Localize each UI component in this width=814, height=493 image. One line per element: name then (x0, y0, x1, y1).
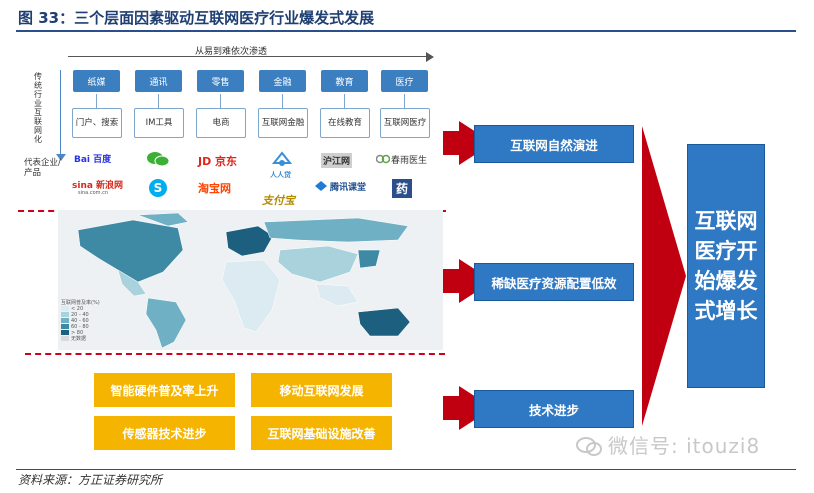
red-arrow-stem-2 (443, 269, 461, 293)
sina-url: sina.com.cn (78, 190, 109, 196)
industry-retail: 零售 (197, 70, 244, 92)
chunyu-icon (376, 154, 390, 164)
watermark-text: 微信号: itouzi8 (608, 434, 761, 458)
red-arrow-stem-1 (443, 131, 461, 155)
connector (220, 94, 221, 108)
figure-title: 图 33：三个层面因素驱动互联网医疗行业爆发式发展 (18, 9, 375, 27)
vertical-arrow-line (60, 70, 61, 156)
chunyu-logo: 春雨医生 (391, 156, 428, 166)
connector (404, 94, 405, 108)
tencent-classroom-icon (315, 181, 327, 191)
wechat-watermark-icon (576, 437, 602, 456)
renrendai-logo: 人人贷 (270, 171, 291, 179)
skype-icon: S (149, 179, 167, 197)
sub-portal-search: 门户、搜索 (72, 108, 122, 138)
dashed-separator-bottom (25, 353, 445, 355)
world-map (58, 210, 443, 350)
sub-internet-finance: 互联网金融 (258, 108, 308, 138)
legend-item: 无数据 (61, 336, 100, 342)
direction-arrow-head (426, 52, 434, 62)
sub-ecommerce: 电商 (196, 108, 246, 138)
sub-online-education: 在线教育 (320, 108, 370, 138)
industry-education: 教育 (321, 70, 368, 92)
driver-infrastructure: 互联网基础设施改善 (251, 416, 392, 450)
direction-label: 从易到难依次渗透 (195, 47, 268, 57)
sub-internet-medical: 互联网医疗 (380, 108, 430, 138)
vertical-label: 传统行业互联网化 (34, 72, 42, 144)
final-outcome-box: 互联网医疗开始爆发式增长 (687, 144, 765, 388)
industry-medical: 医疗 (381, 70, 428, 92)
connector (158, 94, 159, 108)
legend-item: 60 - 80 (61, 324, 100, 330)
hujiang-logo: 沪江网 (321, 153, 353, 168)
industry-finance: 金融 (259, 70, 306, 92)
baidu-logo: Bai 百度 (74, 155, 112, 165)
renrendai-icon (272, 151, 292, 166)
jd-logo: JD 京东 (198, 155, 238, 168)
map-legend: 互联网普及率(%) < 20 20 - 40 40 - 60 60 - 80 >… (61, 300, 100, 342)
sina-logo: sina 新浪网 (72, 181, 124, 191)
driver-mobile-internet: 移动互联网发展 (251, 373, 392, 407)
title-rule (16, 30, 796, 32)
industry-paper-media: 纸媒 (73, 70, 120, 92)
direction-arrow-line (68, 56, 428, 57)
taobao-logo: 淘宝网 (198, 182, 231, 195)
converging-arrow (642, 126, 686, 426)
connector (344, 94, 345, 108)
world-map-graphic (77, 212, 411, 349)
legend-item: < 20 (61, 306, 100, 312)
industry-communication: 通讯 (135, 70, 182, 92)
source-note: 资料来源：方正证券研究所 (18, 473, 163, 487)
legend-item: 40 - 60 (61, 318, 100, 324)
connector (282, 94, 283, 108)
sub-im-tools: IM工具 (134, 108, 184, 138)
red-arrow-stem-3 (443, 396, 461, 420)
vertical-arrow-head (56, 154, 66, 161)
representatives-label: 代表企业/产品 (24, 158, 61, 178)
connector (96, 94, 97, 108)
driver-smart-hardware: 智能硬件普及率上升 (94, 373, 235, 407)
box-tech-progress: 技术进步 (474, 390, 634, 428)
wechat-icon (147, 152, 170, 167)
yao-logo: 药 (392, 179, 412, 198)
footer-rule (16, 469, 796, 470)
legend-item: > 80 (61, 330, 100, 336)
svg-text:S: S (154, 181, 163, 195)
tencent-classroom-logo: 腾讯课堂 (330, 183, 367, 193)
driver-sensor-tech: 传感器技术进步 (94, 416, 235, 450)
alipay-logo: 支付宝 (262, 194, 295, 207)
legend-item: 20 - 40 (61, 312, 100, 318)
box-natural-evolution: 互联网自然演进 (474, 125, 634, 163)
legend-title: 互联网普及率(%) (61, 300, 100, 306)
box-scarce-resources: 稀缺医疗资源配置低效 (474, 263, 634, 301)
